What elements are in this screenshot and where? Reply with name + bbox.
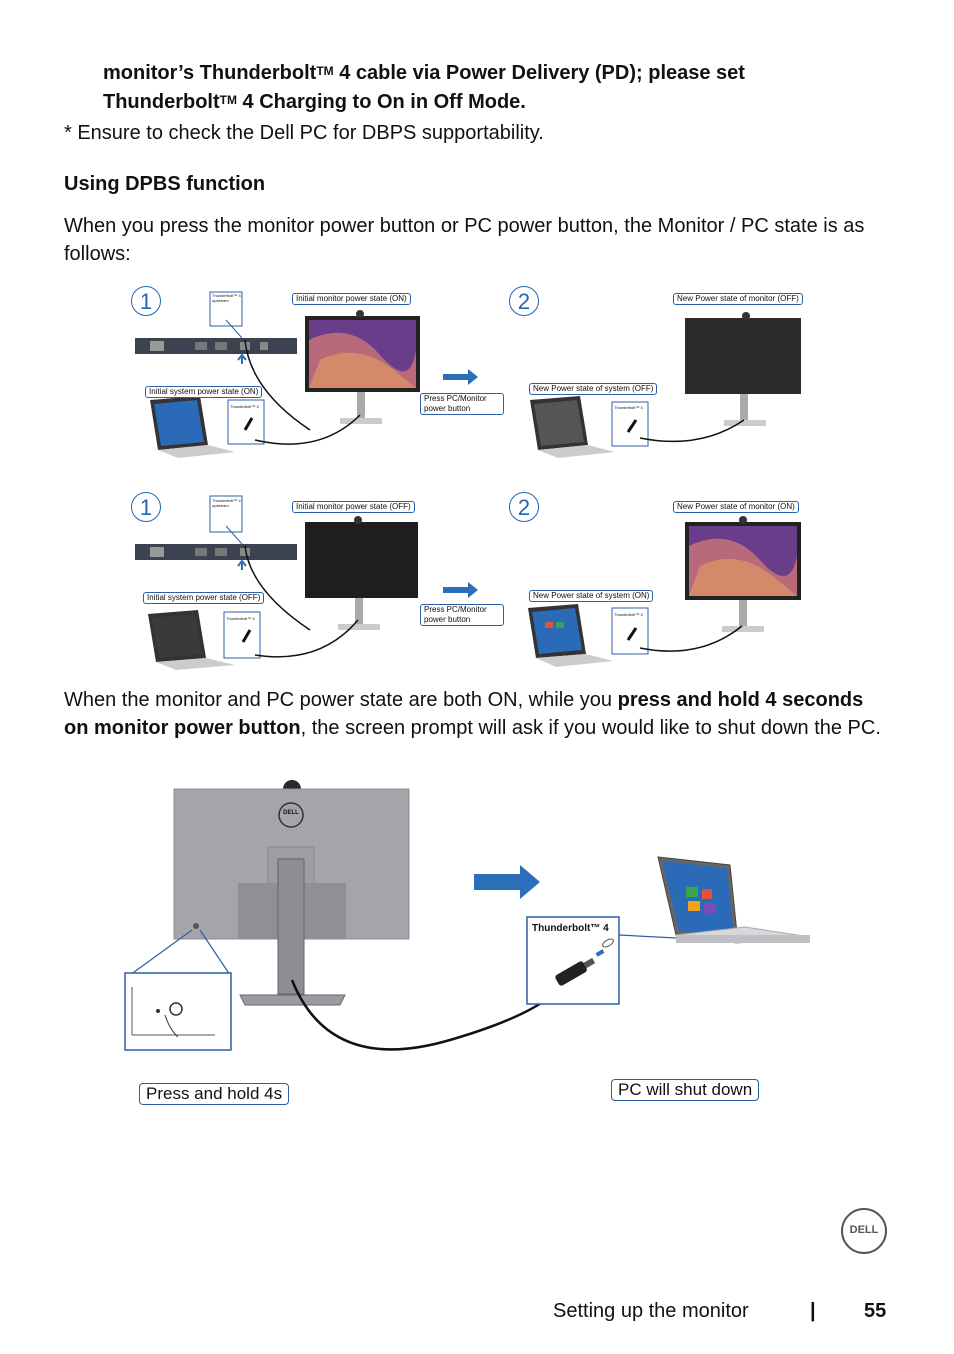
heading-text-1: monitor’s Thunderbolt — [103, 62, 317, 84]
laptop-screen — [662, 861, 734, 938]
shutdown-paragraph: When the monitor and PC power state are … — [64, 687, 884, 742]
thunderbolt-connector-icon — [555, 957, 596, 986]
dell-logo-icon — [841, 1208, 887, 1254]
tb-caption-1: Thunderbolt™ 4 — [230, 404, 259, 409]
label-new-system: New Power state of system (ON) — [529, 590, 654, 602]
power-button-callout — [124, 972, 232, 1051]
tb-upstream-caption: Thunderbolt™ 4 upstream — [212, 293, 241, 303]
note-text: * Ensure to check the Dell PC for DBPS s… — [64, 122, 544, 144]
tb-caption-2: Thunderbolt™ 4 — [614, 405, 643, 410]
intro-paragraph: When you press the monitor power button … — [64, 215, 865, 265]
footer-separator: | — [810, 1300, 816, 1322]
label-new-monitor: New Power state of monitor (ON) — [673, 501, 799, 513]
label-new-monitor: New Power state of monitor (OFF) — [673, 293, 803, 305]
monitor-stand — [277, 858, 305, 995]
tb-upstream-caption: Thunderbolt™ 4 upstream — [212, 498, 241, 508]
label-initial-monitor: Initial monitor power state (OFF) — [292, 501, 415, 513]
press-hold-label: Press and hold 4s — [139, 1083, 290, 1105]
diagram2-artwork — [135, 495, 801, 670]
heading-text-2: 4 cable via Power Delivery (PD); please … — [333, 62, 745, 84]
page-number: 55 — [864, 1300, 887, 1322]
step-1-badge: 1 — [131, 492, 161, 522]
label-press-button: Press PC/Monitor power button — [420, 393, 504, 415]
trademark-2: TM — [219, 93, 237, 107]
diagram1-artwork — [135, 291, 801, 458]
transition-arrow — [474, 865, 540, 899]
subheading: Using DPBS function — [64, 173, 266, 195]
transition-arrow — [443, 369, 478, 385]
label-initial-system: Initial system power state (OFF) — [143, 592, 265, 604]
shutdown-artwork — [124, 780, 811, 1051]
para2-text-2: , the screen prompt will ask if you woul… — [300, 716, 881, 739]
para2-bold: press and hold 4 seconds on monitor powe… — [64, 689, 864, 739]
trademark-1: TM — [316, 64, 334, 78]
tb-caption-1: Thunderbolt™ 4 — [226, 616, 255, 621]
step-2-badge: 2 — [509, 286, 539, 316]
footer-logo-text: DELL — [849, 1224, 879, 1236]
power-button-icon — [169, 1002, 183, 1016]
section-heading: monitor’s ThunderboltTM 4 cable via Powe… — [103, 60, 903, 118]
pc-shutdown-label: PC will shut down — [611, 1079, 760, 1101]
footer-section-title: Setting up the monitor — [553, 1300, 749, 1322]
monitor-logo-text: DELL — [283, 810, 299, 816]
heading-text-4: 4 Charging to On in Off Mode. — [236, 91, 526, 113]
thunderbolt-label: Thunderbolt™ 4 — [532, 923, 609, 934]
thunderbolt-callout — [526, 916, 620, 1005]
label-initial-monitor: Initial monitor power state (ON) — [292, 293, 411, 305]
diagram-power-on-to-off: 1 2 Initial monitor power state (ON) Ini… — [0, 280, 954, 470]
label-press-button: Press PC/Monitor power button — [420, 604, 504, 626]
heading-text-3: Thunderbolt — [103, 91, 220, 113]
diagram-power-off-to-on: 1 2 Initial monitor power state (OFF) In… — [0, 490, 954, 680]
label-new-system: New Power state of system (OFF) — [529, 383, 658, 395]
monitor-dell-logo — [278, 802, 304, 828]
shutdown-illustration: DELL Thunderbolt™ 4 Press and hold 4s PC… — [0, 775, 954, 1115]
para2-text-1: When the monitor and PC power state are … — [64, 689, 618, 711]
thunderbolt-bolt-icon — [602, 938, 614, 948]
hand-icon — [164, 1014, 179, 1038]
step-2-badge: 2 — [509, 492, 539, 522]
step-1-badge: 1 — [131, 286, 161, 316]
label-initial-system: Initial system power state (ON) — [145, 386, 263, 398]
tb-caption-2: Thunderbolt™ 4 — [614, 612, 643, 617]
